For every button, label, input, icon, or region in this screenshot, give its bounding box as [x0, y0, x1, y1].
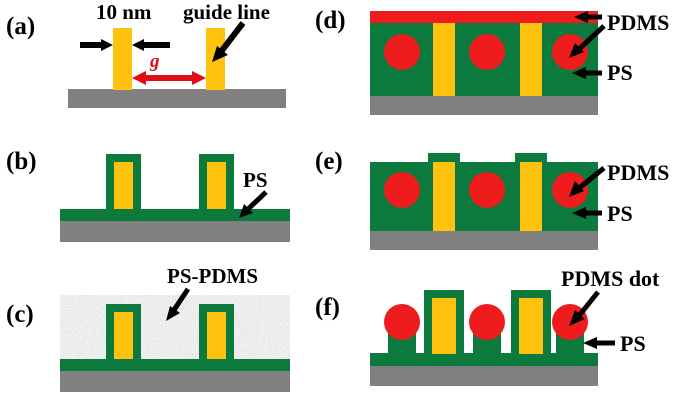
annotation-gap-g: g: [150, 51, 160, 72]
ps-base-f: [370, 353, 598, 366]
ps-arrow-e: [572, 207, 602, 219]
annotation-ps-pdms: PS-PDMS: [167, 264, 258, 288]
ps-wrap-c-right: [199, 304, 234, 359]
annotation-10nm: 10 nm: [96, 0, 152, 24]
guide-line-pointer-arrow: [212, 21, 246, 62]
panel-d-label: (d): [315, 7, 346, 34]
pdms-dot-f-2: [469, 304, 505, 340]
panel-a-graphic: [68, 21, 286, 108]
pdms-dot-d-3: [552, 34, 588, 70]
panel-d: (d) PDMS PS: [310, 0, 700, 135]
annotation-ps-f: PS: [620, 331, 646, 356]
substrate-a: [68, 89, 286, 108]
pdms-dot-d-2: [469, 34, 505, 70]
pdms-arrow-d-top: [574, 11, 602, 23]
panel-a: (a) 10 nm guide line g: [0, 0, 320, 135]
guide-line-b-right: [207, 162, 226, 209]
width-arrow-left: [80, 39, 113, 51]
pdms-dot-e-1: [384, 172, 420, 208]
ps-pdms-pointer-arrow: [166, 287, 191, 321]
substrate-e: [370, 229, 598, 250]
substrate-c: [60, 370, 290, 392]
pdms-arrow-e: [569, 166, 606, 197]
ps-wrap-c-left: [106, 304, 141, 359]
ps-pointer-arrow-b: [239, 190, 268, 218]
guide-line-b-left: [114, 162, 133, 209]
substrate-f: [370, 365, 598, 386]
annotation-guide-line: guide line: [183, 0, 270, 24]
ps-base-c: [60, 359, 290, 371]
panel-f-label: (f): [315, 294, 340, 321]
panel-f: (f) PDMS dot PS: [310, 265, 700, 405]
panel-b-graphic: [60, 154, 290, 242]
panel-e: (e) PDMS PS: [310, 135, 700, 265]
annotation-ps-b: PS: [243, 168, 268, 192]
pdms-dot-e-3: [552, 172, 588, 208]
annotation-pdms-dot-f: PDMS dot: [561, 266, 660, 291]
annotation-pdms-d: PDMS: [607, 10, 670, 35]
ps-arrow-f: [583, 337, 615, 349]
guide-line-c-left: [114, 312, 133, 359]
guide-line-f-left: [432, 298, 456, 354]
ps-arrow-d: [572, 67, 602, 79]
panel-e-label: (e): [315, 148, 343, 175]
panel-a-label: (a): [6, 13, 36, 40]
panel-f-graphic: [370, 290, 615, 386]
panel-c-label: (c): [6, 301, 34, 328]
pdms-top-layer-d: [370, 11, 598, 23]
annotation-pdms-e: PDMS: [607, 160, 670, 185]
ps-cap-e-left: [428, 153, 460, 163]
guide-line-e-right: [520, 162, 542, 231]
ps-wrap-b-right: [199, 154, 234, 209]
panel-d-graphic: [370, 11, 606, 115]
guide-line-c-right: [207, 312, 226, 359]
substrate-d: [370, 94, 598, 115]
pdms-dot-arrow-f: [569, 290, 600, 326]
panel-b: (b) PS: [0, 135, 320, 265]
ps-base-b: [60, 209, 290, 221]
panel-e-graphic: [370, 153, 606, 250]
panel-c: (c) PS-PDMS: [0, 265, 320, 405]
substrate-b: [60, 220, 290, 242]
guide-line-a-left: [113, 28, 132, 90]
pdms-dot-d-1: [384, 34, 420, 70]
guide-line-d-left: [433, 22, 455, 96]
guide-line-e-left: [433, 162, 455, 231]
ps-wrap-b-left: [106, 154, 141, 209]
annotation-ps-e: PS: [607, 201, 633, 226]
gap-arrow-g: [132, 71, 206, 85]
annotation-ps-d: PS: [607, 60, 633, 85]
panel-c-graphic: [60, 287, 290, 392]
ps-cap-e-right: [515, 153, 547, 163]
width-arrow-right: [132, 39, 170, 51]
pdms-arrow-d-dot: [569, 24, 606, 58]
pdms-dot-f-1: [384, 304, 420, 340]
guide-line-d-right: [520, 22, 542, 96]
pdms-dot-e-2: [469, 172, 505, 208]
panel-b-label: (b): [6, 148, 37, 175]
guide-line-f-right: [519, 298, 543, 354]
